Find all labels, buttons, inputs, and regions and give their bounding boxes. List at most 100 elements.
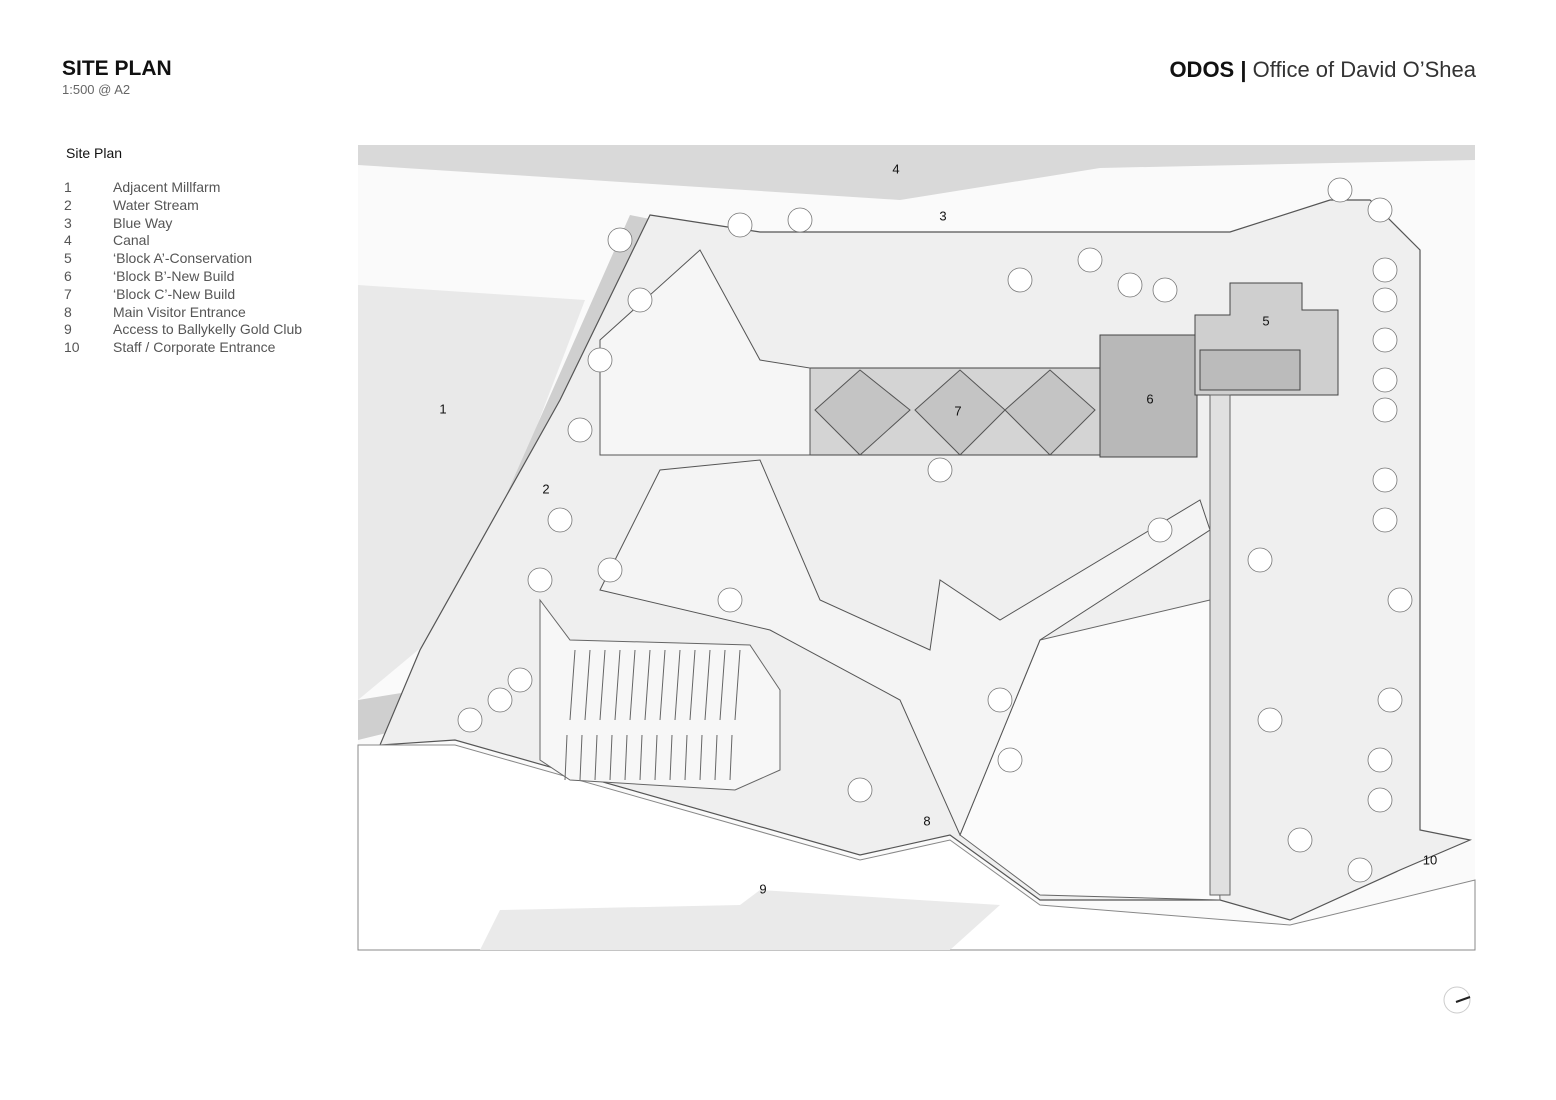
parking-bay-line: [639, 734, 643, 781]
plan-label-4: 4: [892, 161, 900, 177]
car-park: [539, 598, 781, 791]
legend-label: Staff / Corporate Entrance: [113, 339, 276, 356]
tree-icon: [1367, 747, 1393, 773]
tree-icon: [1287, 827, 1313, 853]
tree-icon: [927, 457, 953, 483]
tree-icon: [1372, 467, 1398, 493]
legend-label: Canal: [113, 232, 150, 249]
parking-bay-line: [714, 734, 718, 781]
legend-title: Site Plan: [66, 145, 123, 161]
tree-icon: [1147, 517, 1173, 543]
parking-bay-line: [699, 734, 703, 781]
tree-icon: [1327, 177, 1353, 203]
page-title: SITE PLAN: [62, 57, 172, 80]
tree-icon: [1152, 277, 1178, 303]
tree-icon: [607, 227, 633, 253]
legend-label: ‘Block C’-New Build: [113, 285, 236, 302]
legend-number: 3: [64, 214, 72, 231]
scale-note: 1:500 @ A2: [62, 82, 131, 97]
tree-icon: [847, 777, 873, 803]
plan-label-8: 8: [923, 813, 931, 829]
tree-icon: [567, 417, 593, 443]
legend-number: 1: [64, 179, 72, 195]
tree-icon: [1372, 507, 1398, 533]
legend-item: 10 Staff / Corporate Entrance: [64, 339, 302, 357]
plan-label-6: 6: [1146, 391, 1154, 407]
legend-item: 5 ‘Block A’-Conservation: [64, 250, 302, 268]
tree-icon: [1372, 327, 1398, 353]
legend-number: 5: [64, 250, 72, 267]
ramp: [1209, 394, 1231, 896]
tree-icon: [457, 707, 483, 733]
tree-icon: [587, 347, 613, 373]
lower-field: [480, 890, 1000, 950]
parking-bay-line: [609, 734, 613, 781]
block-c-roof-1: [814, 369, 911, 456]
parking-bay-line: [659, 649, 666, 721]
tree-icon: [527, 567, 553, 593]
west-building: [599, 249, 811, 456]
tree-icon: [1247, 547, 1273, 573]
tree-icon: [1387, 587, 1413, 613]
legend-label: ‘Block B’-New Build: [113, 267, 235, 284]
millfarm: [358, 285, 585, 700]
parking-bay-line: [599, 649, 606, 721]
legend-label: Main Visitor Entrance: [113, 303, 246, 320]
tree-icon: [1007, 267, 1033, 293]
tree-icon: [487, 687, 513, 713]
south-wing: [599, 459, 1211, 837]
parking-bay-line: [629, 649, 636, 721]
tree-icon: [1372, 257, 1398, 283]
brand-bold: ODOS |: [1169, 57, 1247, 82]
legend-number: 8: [64, 303, 72, 320]
parking-bay-line: [719, 649, 726, 721]
parking-bay-line: [729, 734, 733, 781]
tree-icon: [597, 557, 623, 583]
tree-icon: [1377, 687, 1403, 713]
legend-item: 7 ‘Block C’-New Build: [64, 286, 302, 304]
brand: ODOS | Office of David O’Shea: [1169, 57, 1476, 83]
plan-label-10: 10: [1422, 852, 1438, 868]
parking-bay-line: [674, 649, 681, 721]
tree-icon: [727, 212, 753, 238]
parking-bay-line: [684, 734, 688, 781]
tree-icon: [787, 207, 813, 233]
plan-label-1: 1: [439, 401, 447, 417]
parking-bay-line: [644, 649, 651, 721]
tree-icon: [1372, 397, 1398, 423]
legend-item: 6‘Block B’-New Build: [64, 268, 302, 286]
legend-number: 10: [64, 339, 80, 356]
parking-bay-line: [594, 734, 598, 781]
north-arrow-icon: [1443, 986, 1471, 1014]
courtyard: [1199, 349, 1301, 391]
parking-bay-line: [704, 649, 711, 721]
tree-icon: [1367, 787, 1393, 813]
trees: [457, 177, 1413, 883]
parking-bay-line: [654, 734, 658, 781]
tree-icon: [627, 287, 653, 313]
parking-bay-line: [669, 734, 673, 781]
plan-label-7: 7: [954, 403, 962, 419]
legend-item: 8 Main Visitor Entrance: [64, 304, 302, 322]
tree-icon: [507, 667, 533, 693]
legend-label: Blue Way: [113, 214, 173, 231]
tree-icon: [1257, 707, 1283, 733]
tree-icon: [1367, 197, 1393, 223]
parking-bay-line: [584, 649, 591, 721]
tree-icon: [1347, 857, 1373, 883]
parking-bay-line: [734, 649, 741, 721]
legend-label: ‘Block A’-Conservation: [113, 250, 253, 267]
legend-number: 7: [64, 285, 72, 302]
water-stream: [358, 215, 655, 740]
tree-icon: [997, 747, 1023, 773]
plan-label-3: 3: [939, 208, 947, 224]
plan-label-9: 9: [759, 881, 767, 897]
plan-label-2: 2: [542, 481, 550, 497]
parking-bay-line: [614, 649, 621, 721]
parking-bay-line: [569, 649, 576, 721]
tree-icon: [1372, 287, 1398, 313]
